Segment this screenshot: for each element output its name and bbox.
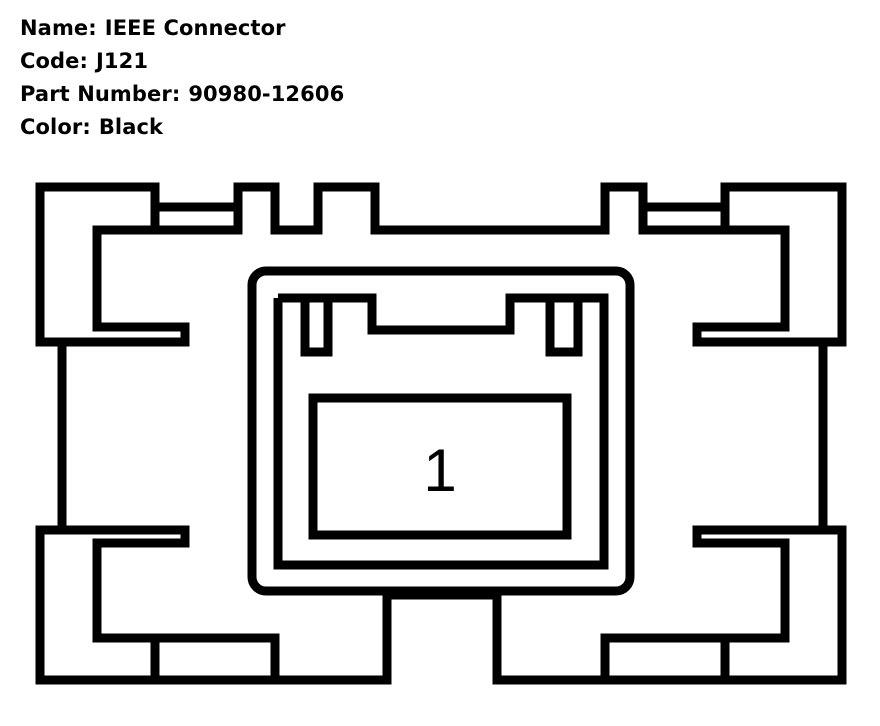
- code-row: Code: J121: [20, 45, 620, 78]
- corner-block-bottom-left: [35, 525, 190, 685]
- part-number-row: Part Number: 90980-12606: [20, 78, 620, 111]
- name-value: IEEE Connector: [104, 16, 286, 40]
- corner-block-top-left: [35, 182, 190, 347]
- corner-block-bottom-right: [692, 525, 847, 685]
- name-label: Name:: [20, 16, 97, 40]
- connector-info: Name: IEEE Connector Code: J121 Part Numbe…: [20, 12, 620, 144]
- latch-tab-bottom-left: [150, 638, 280, 685]
- part-number-value: 90980-12606: [188, 82, 345, 106]
- latch-tab-bottom-right: [600, 638, 730, 685]
- part-number-label: Part Number:: [20, 82, 181, 106]
- code-label: Code:: [20, 49, 89, 73]
- name-row: Name: IEEE Connector: [20, 12, 620, 45]
- pin-number-1: 1: [423, 437, 456, 504]
- color-value: Black: [98, 115, 164, 139]
- corner-block-top-right: [692, 182, 847, 347]
- color-row: Color: Black: [20, 111, 620, 144]
- code-value: J121: [96, 49, 149, 73]
- color-label: Color:: [20, 115, 91, 139]
- pin-terminal-1: [308, 393, 572, 540]
